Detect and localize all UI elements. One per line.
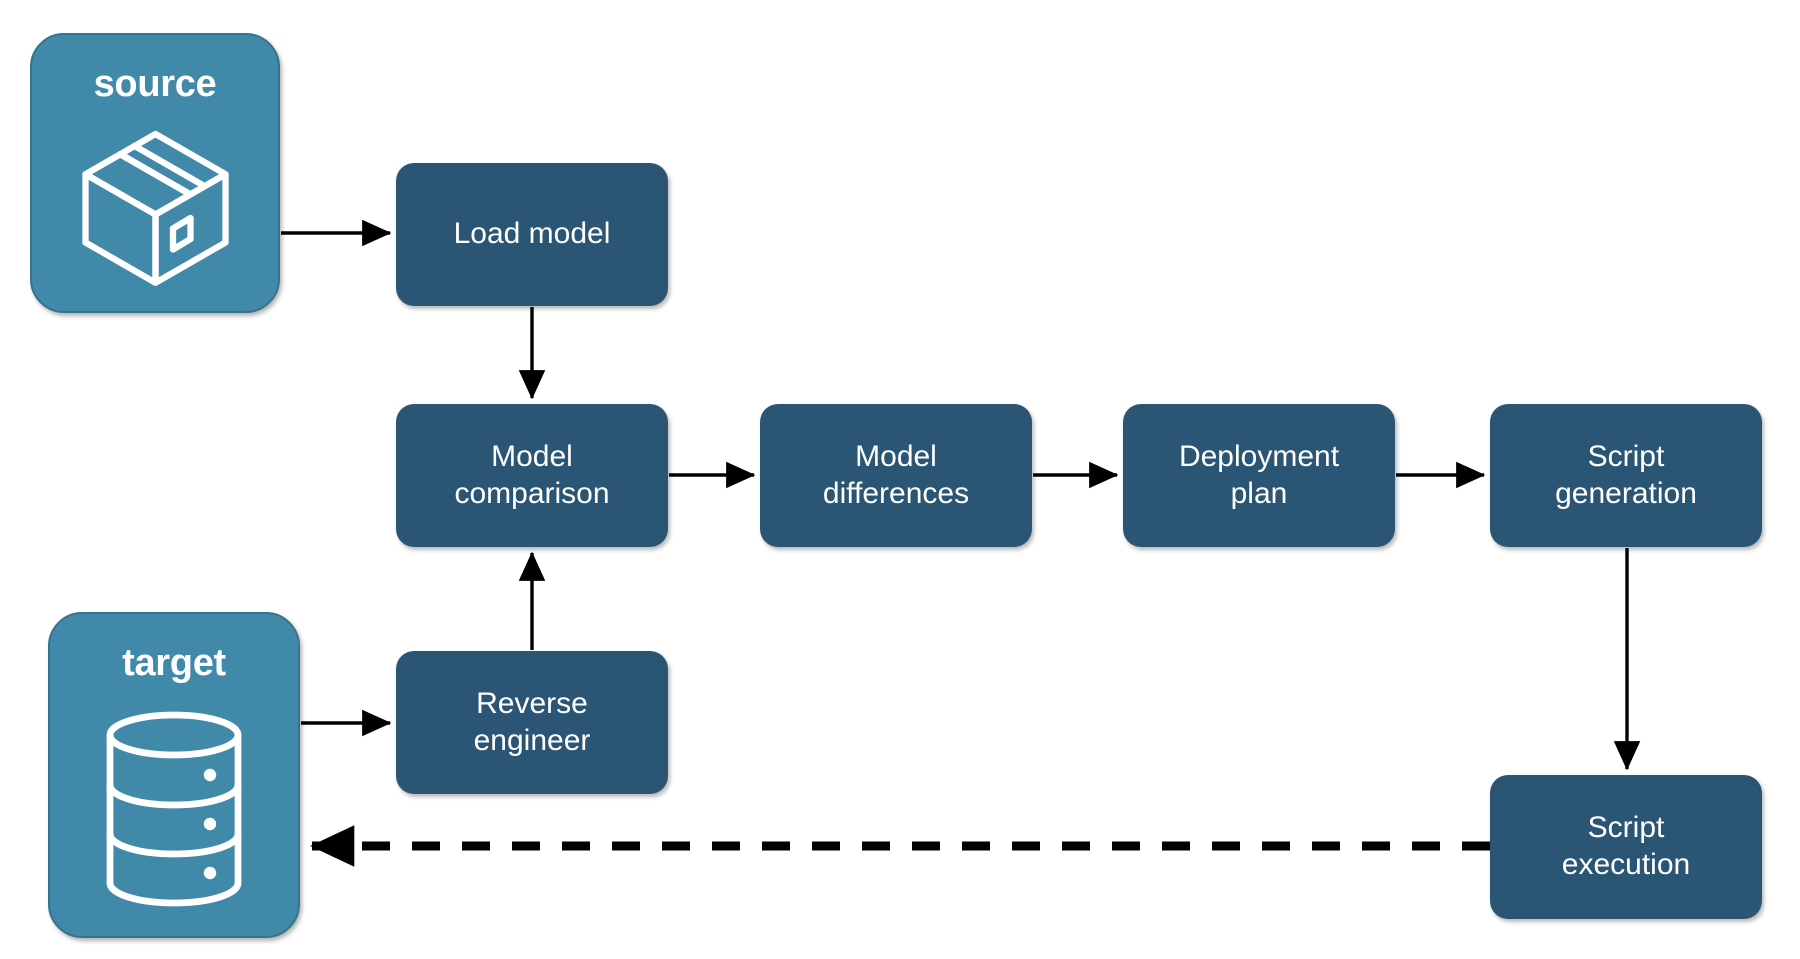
process-script-generation[interactable]: Script generation — [1490, 404, 1762, 547]
process-model-differences-label: Model differences — [822, 439, 970, 510]
process-load-model[interactable]: Load model — [396, 163, 668, 306]
process-reverse-engineer[interactable]: Reverse engineer — [396, 651, 668, 794]
process-model-comparison[interactable]: Model comparison — [396, 404, 668, 547]
process-script-generation-label: Script generation — [1555, 439, 1697, 510]
package-box-icon — [32, 103, 278, 311]
process-load-model-label: Load model — [453, 217, 611, 251]
process-deployment-plan-label: Deployment plan — [1178, 439, 1340, 510]
endpoint-source[interactable]: source — [30, 33, 280, 313]
process-script-execution[interactable]: Script execution — [1490, 775, 1762, 919]
endpoint-source-label: source — [93, 63, 217, 105]
process-deployment-plan[interactable]: Deployment plan — [1123, 404, 1395, 547]
process-model-comparison-label: Model comparison — [454, 439, 610, 510]
database-cylinder-icon — [50, 682, 298, 936]
process-script-execution-label: Script execution — [1561, 811, 1691, 881]
endpoint-target[interactable]: target — [48, 612, 300, 938]
process-reverse-engineer-label: Reverse engineer — [473, 686, 591, 757]
endpoint-target-label: target — [122, 642, 226, 684]
process-model-differences[interactable]: Model differences — [760, 404, 1032, 547]
